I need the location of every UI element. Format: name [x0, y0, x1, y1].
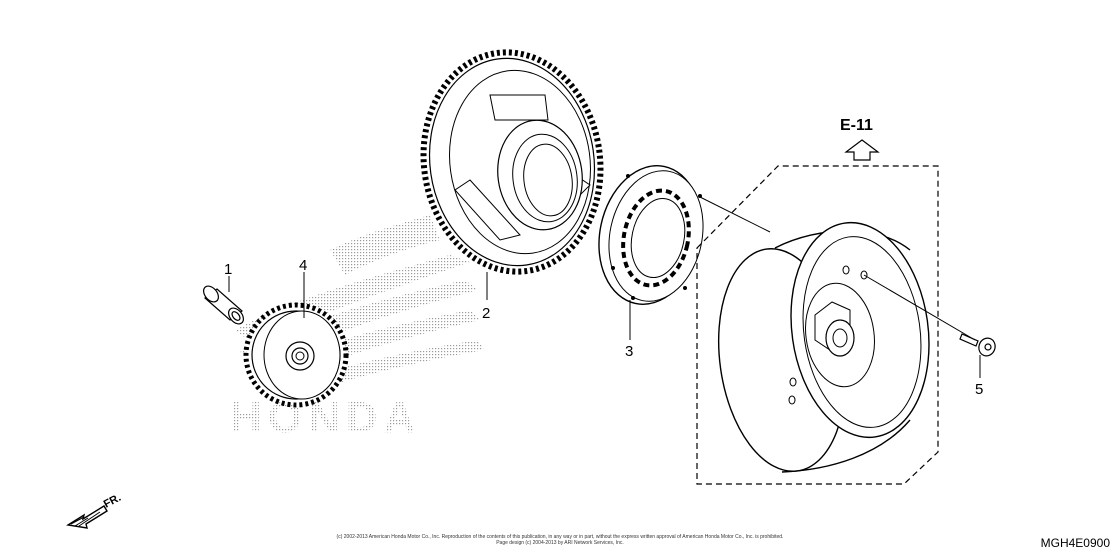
front-arrow-icon	[66, 505, 108, 529]
copyright-line-2: Page design (c) 2004-2013 by ARI Network…	[496, 540, 624, 546]
part-4-idle-gear[interactable]	[243, 302, 349, 408]
honda-watermark-text: HONDA	[230, 393, 421, 442]
copyright-notice: (c) 2002-2013 American Honda Motor Co., …	[0, 534, 1120, 546]
reference-e11[interactable]: E-11	[840, 117, 880, 161]
part-5-bolt[interactable]	[959, 333, 998, 358]
callout-1[interactable]: 1	[224, 261, 232, 278]
reference-label[interactable]: E-11	[840, 117, 873, 134]
callout-2[interactable]: 2	[482, 305, 490, 322]
callout-5[interactable]: 5	[975, 381, 983, 398]
part-3-one-way-clutch[interactable]	[587, 156, 715, 314]
leader-lines	[228, 196, 981, 378]
part-1-collar[interactable]	[201, 283, 247, 327]
part-2-starter-driven-gear[interactable]	[410, 41, 615, 283]
front-label: FR.	[102, 492, 123, 511]
callout-3[interactable]: 3	[625, 343, 633, 360]
copyright-line-1: (c) 2002-2013 American Honda Motor Co., …	[336, 534, 784, 540]
reference-group-outline	[696, 165, 939, 485]
diagram-code: MGH4E0900	[1040, 536, 1110, 550]
front-direction-indicator: FR.	[66, 492, 123, 529]
flywheel	[717, 221, 930, 473]
up-arrow-icon	[844, 139, 880, 161]
callout-4[interactable]: 4	[299, 257, 307, 274]
